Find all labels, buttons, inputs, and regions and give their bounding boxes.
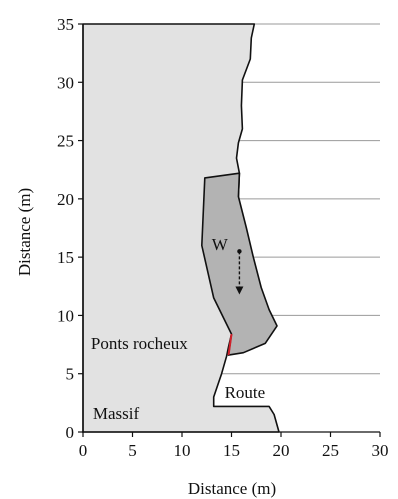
annotation-massif: Massif (93, 404, 140, 423)
x-tick-label-20: 20 (273, 441, 290, 460)
y-tick-label-25: 25 (57, 132, 74, 151)
annotation-ponts-rocheux: Ponts rocheux (91, 334, 188, 353)
x-tick-label-30: 30 (372, 441, 389, 460)
y-tick-label-35: 35 (57, 15, 74, 34)
y-tick-label-0: 0 (66, 423, 75, 442)
annotation-route: Route (225, 383, 266, 402)
massif-region (82, 23, 280, 433)
y-tick-label-10: 10 (57, 306, 74, 325)
rock-bridges-line (227, 333, 233, 356)
x-tick-label-15: 15 (223, 441, 240, 460)
axes: 0 5 10 15 20 25 30 35 0 5 10 15 20 25 30 (57, 15, 389, 460)
y-axis-title: Distance (m) (15, 188, 34, 276)
x-tick-label-25: 25 (322, 441, 339, 460)
x-tick-label-0: 0 (79, 441, 88, 460)
y-tick-label-20: 20 (57, 190, 74, 209)
annotation-weight: W (212, 235, 229, 254)
center-of-mass-dot (237, 249, 242, 254)
x-tick-label-5: 5 (128, 441, 137, 460)
y-tick-label-15: 15 (57, 248, 74, 267)
x-axis-title: Distance (m) (188, 479, 276, 498)
y-tick-label-30: 30 (57, 73, 74, 92)
y-tick-label-5: 5 (66, 365, 75, 384)
geology-regions (82, 23, 280, 433)
x-tick-label-10: 10 (174, 441, 191, 460)
weight-vector-arrowhead (235, 286, 244, 295)
